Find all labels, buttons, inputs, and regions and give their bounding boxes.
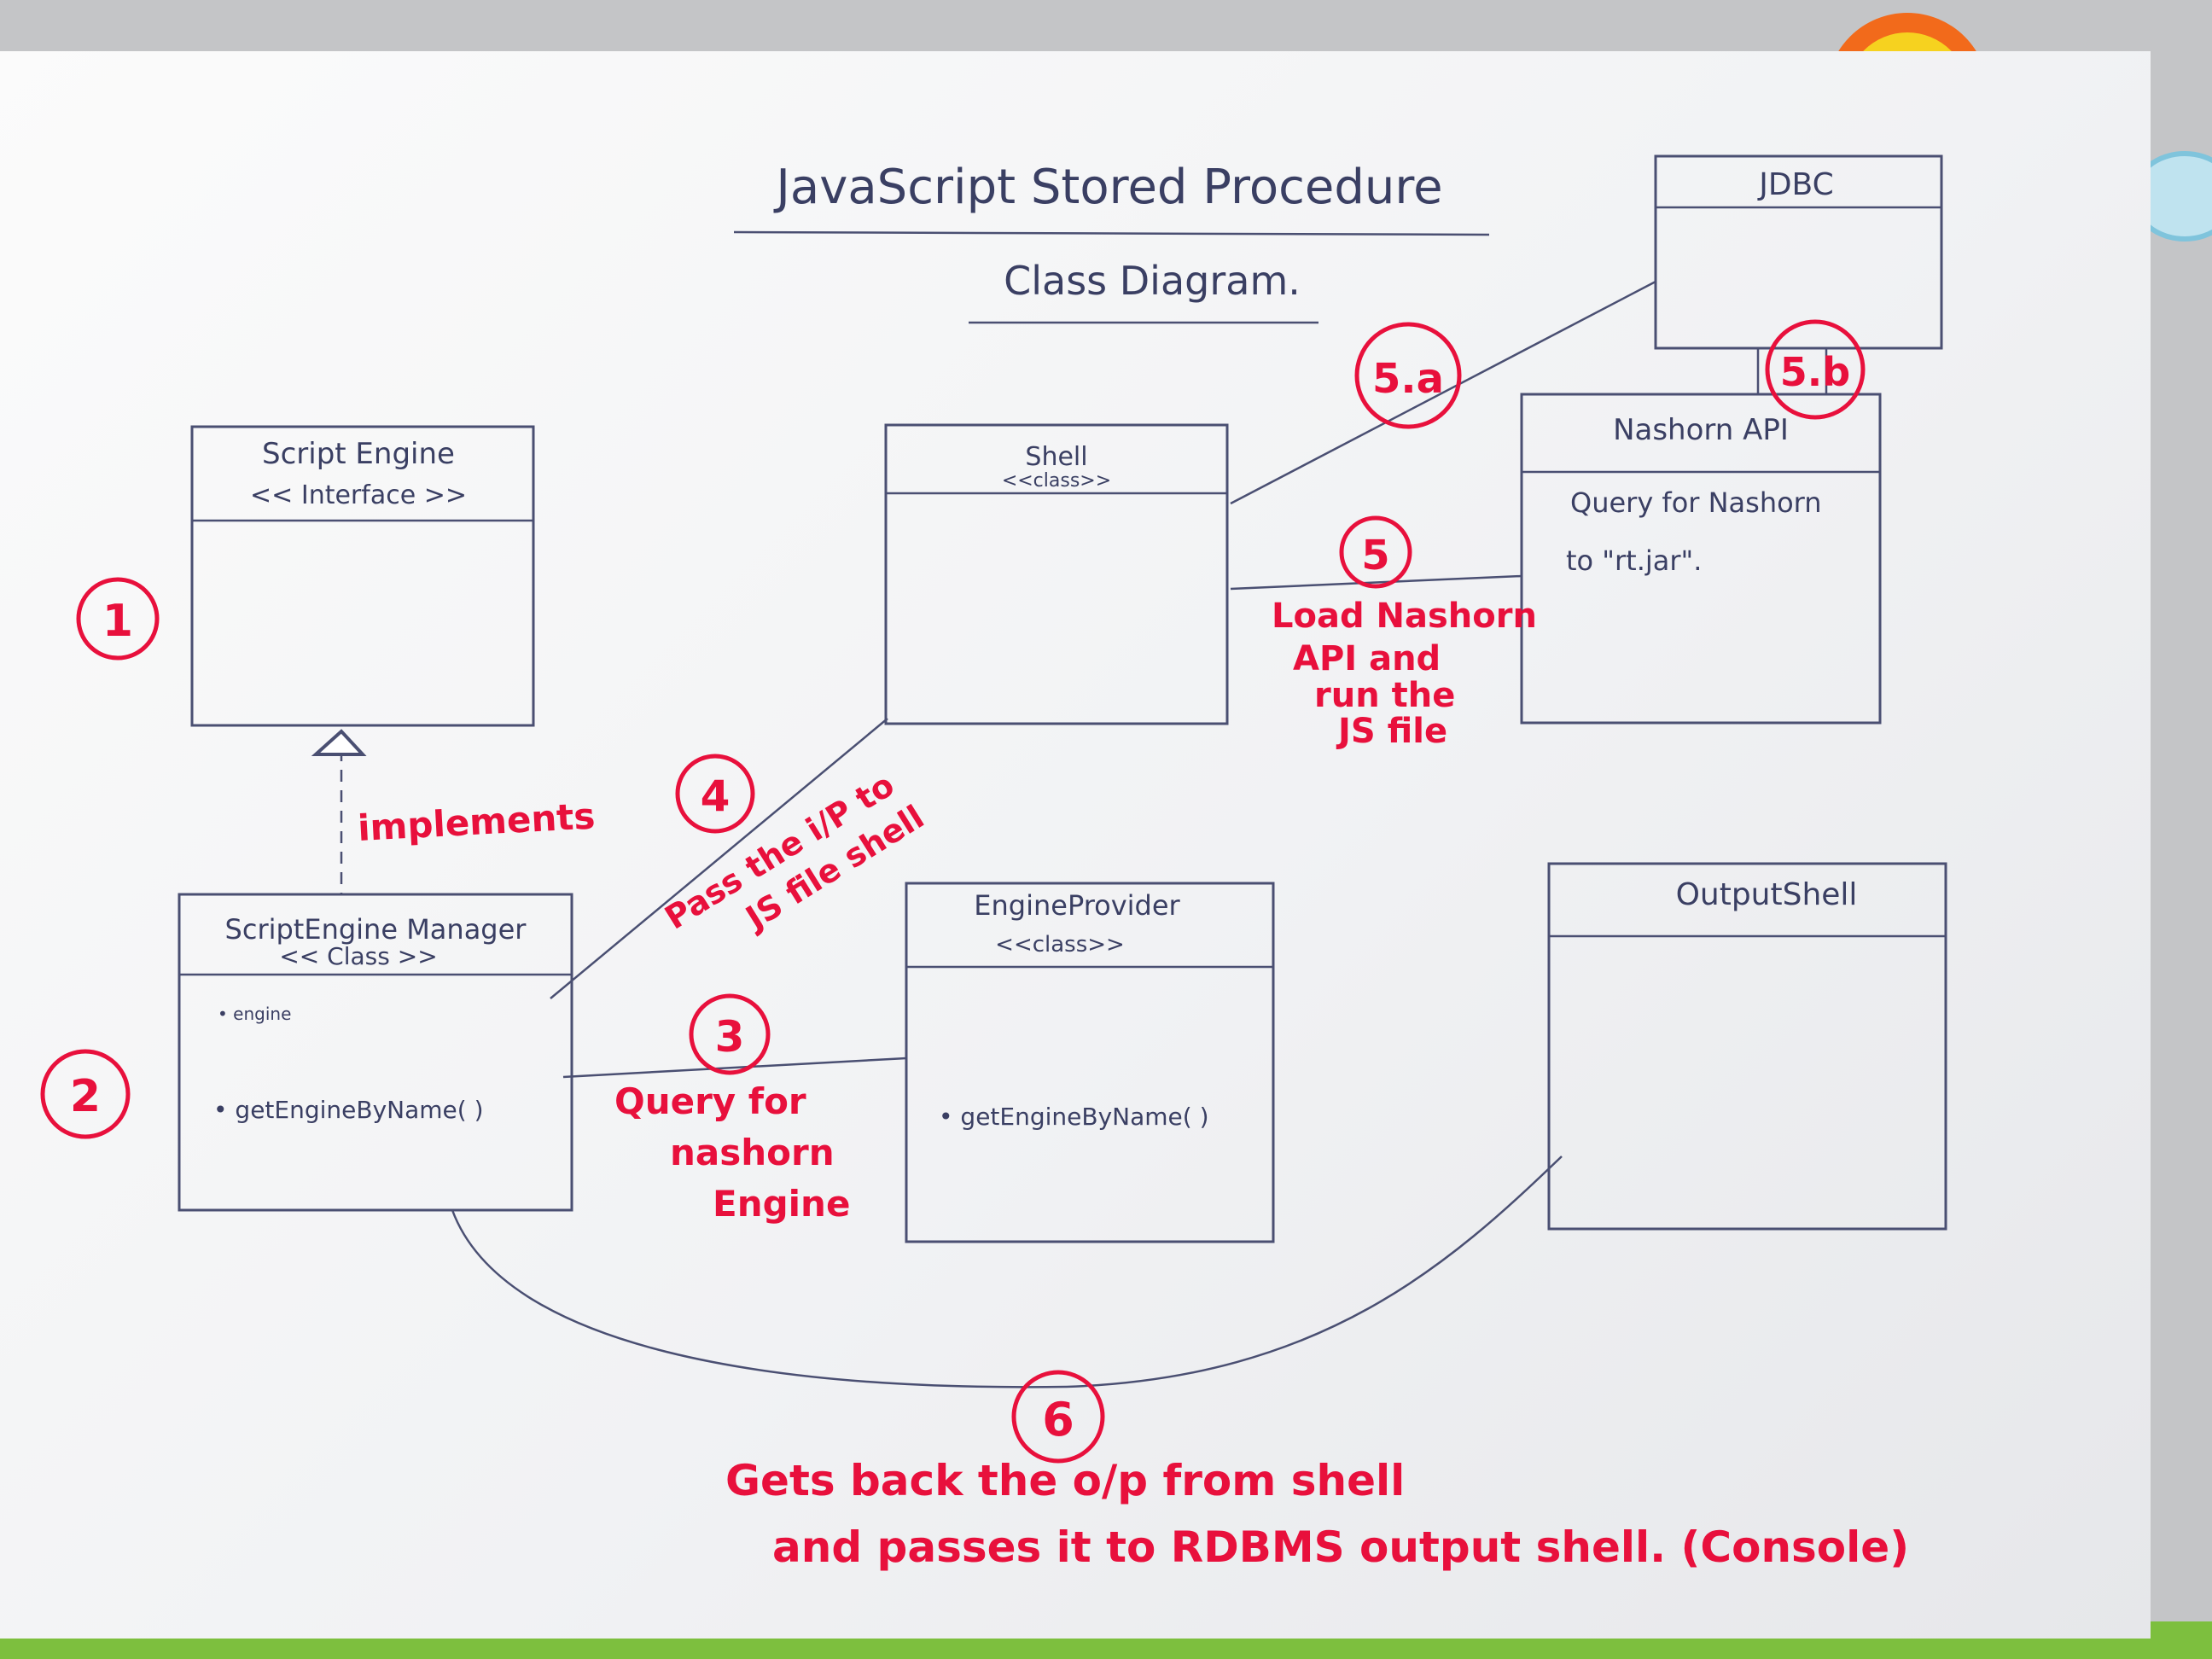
connector-manager-to-output: [451, 1155, 1563, 1388]
step-1-circle: [76, 577, 160, 661]
svg-text:<<class>>: <<class>>: [995, 932, 1125, 958]
connector-manager-to-shell: [550, 718, 888, 999]
step-5a-number: 5.a: [1372, 355, 1444, 403]
svg-text:ScriptEngine Manager: ScriptEngine Manager: [225, 913, 527, 946]
step-6-number: 6: [1042, 1393, 1074, 1447]
step-5-note-line-3: run the: [1314, 676, 1455, 715]
title-underline: [733, 230, 1490, 236]
svg-text:OutputShell: OutputShell: [1676, 877, 1858, 912]
svg-text:• engine: • engine: [218, 1004, 291, 1024]
class-box-nashorn-api: Nashorn API Query for Nashorn to "rt.jar…: [1520, 393, 1882, 725]
svg-text:Query for Nashorn: Query for Nashorn: [1570, 486, 1822, 519]
svg-text:to "rt.jar".: to "rt.jar".: [1566, 544, 1702, 577]
svg-text:Shell: Shell: [1025, 442, 1087, 472]
svg-text:• getEngineByName( ): • getEngineByName( ): [939, 1103, 1209, 1131]
svg-text:<<class>>: <<class>>: [1002, 470, 1111, 492]
step-3-circle: [689, 993, 771, 1075]
svg-text:EngineProvider: EngineProvider: [974, 889, 1180, 922]
class-box-shell: Shell <<class>>: [884, 423, 1229, 725]
step-6-note-line-2: and passes it to RDBMS output shell. (Co…: [772, 1522, 1909, 1572]
diagram-subtitle: Class Diagram.: [1004, 258, 1301, 304]
step-3-number: 3: [715, 1012, 745, 1062]
step-5a-circle: [1354, 322, 1462, 429]
class-box-jdbc: JDBC: [1654, 154, 1943, 350]
class-box-script-engine-manager: ScriptEngine Manager << Class >> • engin…: [178, 893, 573, 1212]
connector-shell-to-nashorn: [1230, 574, 1522, 591]
connector-shell-to-jdbc: [1230, 280, 1656, 505]
class-box-output-shell: OutputShell: [1547, 862, 1947, 1231]
connector-manager-to-provider: [562, 1057, 907, 1079]
step-5-note-line-2: API and: [1293, 639, 1441, 678]
step-6-circle: [1011, 1370, 1105, 1464]
step-4-circle: [675, 754, 755, 834]
implements-arrowhead-icon: [311, 729, 367, 756]
svg-text:Script Engine: Script Engine: [262, 437, 455, 471]
step-3-note-line-2: nashorn: [670, 1132, 835, 1173]
step-6-note-line-1: Gets back the o/p from shell: [725, 1456, 1405, 1505]
step-4-number: 4: [701, 771, 731, 821]
implements-label: implements: [357, 795, 597, 849]
diagram-title: JavaScript Stored Procedure: [773, 160, 1442, 215]
step-5-note-line-4: JS file: [1336, 712, 1447, 751]
step-1-number: 1: [102, 596, 133, 647]
svg-text:<< Class >>: << Class >>: [279, 942, 437, 970]
svg-text:• getEngineByName( ): • getEngineByName( ): [213, 1096, 484, 1124]
step-5-number: 5: [1361, 532, 1389, 579]
connector-lines: [311, 280, 1828, 1388]
step-5b-number: 5.b: [1780, 349, 1850, 395]
step-3-note-line-1: Query for: [614, 1080, 806, 1122]
svg-text:Nashorn API: Nashorn API: [1613, 413, 1789, 447]
step-2-number: 2: [70, 1071, 101, 1122]
step-2-circle: [40, 1049, 131, 1139]
step-3-note-line-3: Engine: [713, 1183, 850, 1225]
step-5-note-line-1: Load Nashorn: [1272, 597, 1537, 636]
step-5b-circle: [1765, 319, 1866, 420]
svg-text:JDBC: JDBC: [1757, 167, 1834, 202]
class-box-script-engine: Script Engine << Interface >>: [190, 425, 535, 727]
step-annotations: implements 1 2 3 Query for nashorn Engin…: [40, 319, 1909, 1572]
step-5-circle: [1339, 515, 1412, 589]
class-box-engine-provider: EngineProvider <<class>> • getEngineByNa…: [905, 882, 1275, 1243]
svg-text:<< Interface >>: << Interface >>: [250, 480, 467, 510]
